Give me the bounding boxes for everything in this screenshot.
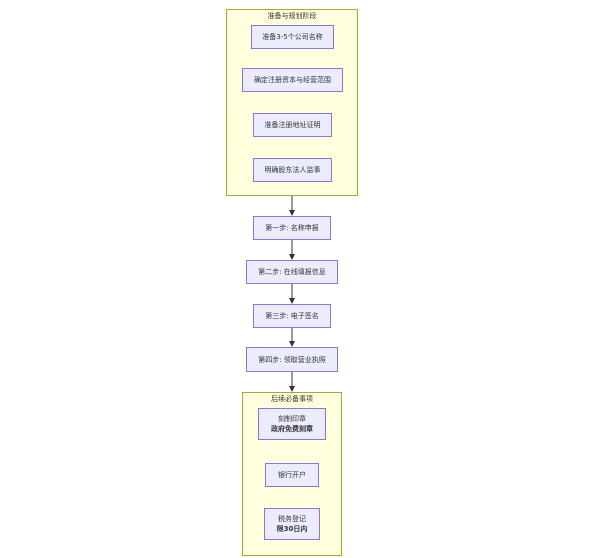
node-tax-registration: 税务登记 限30日内 — [264, 508, 320, 540]
node-step3: 第三步: 电子签名 — [253, 304, 331, 328]
cluster-preparation-title: 准备与规划阶段 — [267, 12, 317, 20]
node-step4: 第四步: 领取营业执照 — [246, 347, 338, 372]
node-address-proof: 准备注册地址证明 — [253, 113, 332, 137]
node-capital-scope: 确定注册资本与经营范围 — [242, 68, 343, 92]
cluster-post-steps-title: 后续必备事项 — [271, 395, 313, 403]
node-prepare-names: 准备3-5个公司名称 — [251, 25, 334, 49]
node-step2: 第二步: 在线填报信息 — [246, 260, 338, 284]
node-step1: 第一步: 名称申报 — [253, 216, 331, 240]
node-bank-account: 银行开户 — [265, 463, 319, 487]
node-seal-making: 刻制印章 政府免费刻章 — [258, 408, 326, 440]
node-shareholder-roles: 明确股东法人监事 — [253, 158, 332, 182]
